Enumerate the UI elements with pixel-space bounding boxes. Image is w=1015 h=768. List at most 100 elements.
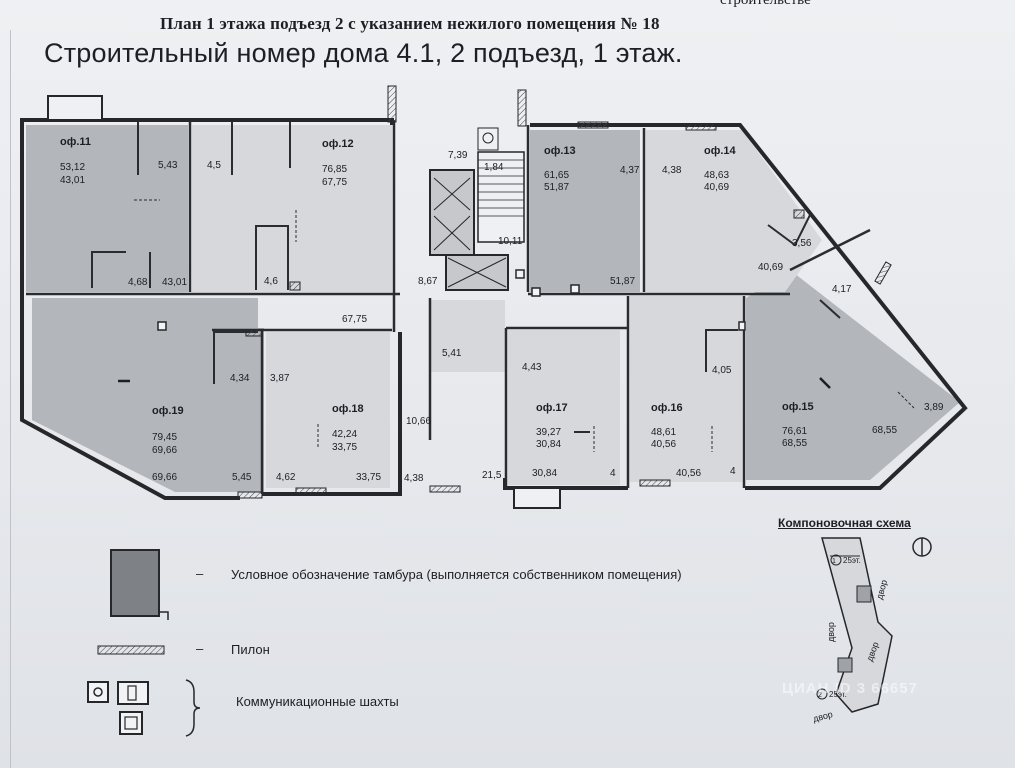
dim-4-5: 4,5	[207, 160, 221, 171]
office-17-label: оф.17	[536, 402, 568, 414]
office-15-area: 68,55	[782, 438, 807, 449]
office-15-label: оф.15	[782, 401, 814, 413]
office-19-fill	[32, 298, 264, 492]
office-19-total: 79,45	[152, 432, 177, 443]
dim-5-41: 5,41	[442, 348, 462, 359]
office-14-fill	[646, 130, 822, 292]
dim-51-87: 51,87	[610, 276, 635, 287]
scheme-yard-left: двор	[826, 622, 836, 642]
dim-5-43: 5,43	[158, 160, 178, 171]
office-13-fill	[530, 130, 640, 292]
shaded-offices	[26, 125, 960, 492]
inner-walls	[26, 120, 871, 494]
dim-3-89: 3,89	[924, 402, 944, 413]
dim-3-56: 3,56	[792, 238, 812, 249]
dim-40-56: 40,56	[676, 468, 701, 479]
dim-4-68: 4,68	[128, 277, 148, 288]
margin-line	[10, 30, 11, 768]
office-16-area: 40,56	[651, 439, 676, 450]
stair-core	[429, 127, 525, 291]
office-11-label: оф.11	[60, 136, 91, 148]
office-11-area: 43,01	[60, 175, 85, 186]
dim-21-5: 21,5	[482, 470, 502, 481]
scheme-yard-bottom: двор	[812, 709, 834, 724]
scheme-section-2: 25эт.	[829, 690, 847, 699]
room-markers	[118, 377, 831, 389]
office-19-label: оф.19	[152, 405, 184, 417]
dim-4-05: 4,05	[712, 365, 732, 376]
dim-4-43: 4,43	[522, 362, 542, 373]
pylon-symbol	[97, 645, 165, 655]
dim-3-87: 3,87	[270, 373, 290, 384]
layout-scheme-title: Компоновочная схема	[778, 516, 911, 530]
dim-10-11: 10,11	[498, 236, 523, 247]
office-16-total: 48,61	[651, 427, 676, 438]
office-17-total: 39,27	[536, 427, 561, 438]
dim-1-84: 1,84	[484, 162, 504, 173]
dim-4-38b: 4,38	[662, 165, 682, 176]
layout-scheme: 1 25эт. 2 25эт. двор двор двор двор	[812, 537, 932, 724]
office-labels: оф.11 53,12 43,01 оф.12 76,85 67,75 оф.1…	[60, 136, 814, 456]
building-number-title: Строительный номер дома 4.1, 2 подъезд, …	[44, 38, 683, 68]
legend-tambour-text: Условное обозначение тамбура (выполняетс…	[231, 567, 682, 582]
dim-4-b: 4	[730, 466, 736, 477]
dim-67-75: 67,75	[342, 314, 367, 325]
door-swings	[134, 199, 915, 452]
office-17-fill	[508, 330, 620, 485]
area-dimensions: 5,43 4,5 4,68 43,01 4,6 67,75 7,39 1,84 …	[128, 150, 944, 484]
office-15-fill	[746, 270, 960, 480]
balcony	[47, 95, 103, 121]
dim-4-a: 4	[610, 468, 616, 479]
scheme-section-1: 25эт.	[843, 556, 861, 565]
shaft-square-symbol	[119, 711, 143, 735]
dim-4-6: 4,6	[264, 276, 278, 287]
dim-43-01: 43,01	[162, 277, 187, 288]
dim-68-55: 68,55	[872, 425, 897, 436]
office-16-label: оф.16	[651, 402, 683, 414]
dim-4-37: 4,37	[620, 165, 640, 176]
corridor-fill	[430, 300, 505, 372]
plan-title: План 1 этажа подъезд 2 с указанием нежил…	[160, 14, 660, 33]
pylons	[237, 85, 892, 499]
office-13-total: 61,65	[544, 170, 569, 181]
office-18-fill	[266, 332, 390, 488]
office-17-area: 30,84	[536, 439, 561, 450]
partitions	[91, 122, 841, 433]
office-18-area: 33,75	[332, 442, 357, 453]
office-19-area: 69,66	[152, 445, 177, 456]
legend-dash-1: –	[196, 566, 204, 581]
office-14-total: 48,63	[704, 170, 729, 181]
office-12-total: 76,85	[322, 164, 347, 175]
office-12-fill	[192, 125, 392, 292]
office-14-area: 40,69	[704, 182, 729, 193]
dim-30-84: 30,84	[532, 468, 557, 479]
scheme-section-1-number: 1	[832, 558, 836, 565]
legend-symbols	[87, 549, 201, 737]
office-12-label: оф.12	[322, 138, 354, 150]
office-11-fill	[26, 125, 188, 292]
dim-40-69: 40,69	[758, 262, 783, 273]
scheme-section-2-number: 2	[818, 692, 822, 699]
scheme-yard-right: двор	[874, 579, 889, 601]
dim-8-67: 8,67	[418, 276, 438, 287]
legend-pylon-text: Пилон	[231, 642, 270, 657]
office-18-label: оф.18	[332, 403, 364, 415]
office-13-label: оф.13	[544, 145, 576, 157]
office-12-area: 67,75	[322, 177, 347, 188]
dim-33-75: 33,75	[356, 472, 381, 483]
watermark: ЦИАН ID 3 66657	[782, 680, 918, 697]
office-14-label: оф.14	[704, 145, 737, 157]
shaft-round-symbol	[87, 681, 109, 703]
balcony-bottom	[513, 487, 561, 509]
cut-off-header-text: строительстве	[720, 0, 811, 8]
legend-dash-2: –	[196, 641, 204, 656]
light-offices	[192, 125, 822, 488]
dim-4-34: 4,34	[230, 373, 250, 384]
office-16-fill	[630, 296, 742, 482]
dim-4-62: 4,62	[276, 472, 296, 483]
office-15-total: 76,61	[782, 426, 807, 437]
legend-brace	[185, 679, 201, 737]
dim-5-45: 5,45	[232, 472, 252, 483]
tambour-symbol	[110, 549, 160, 617]
